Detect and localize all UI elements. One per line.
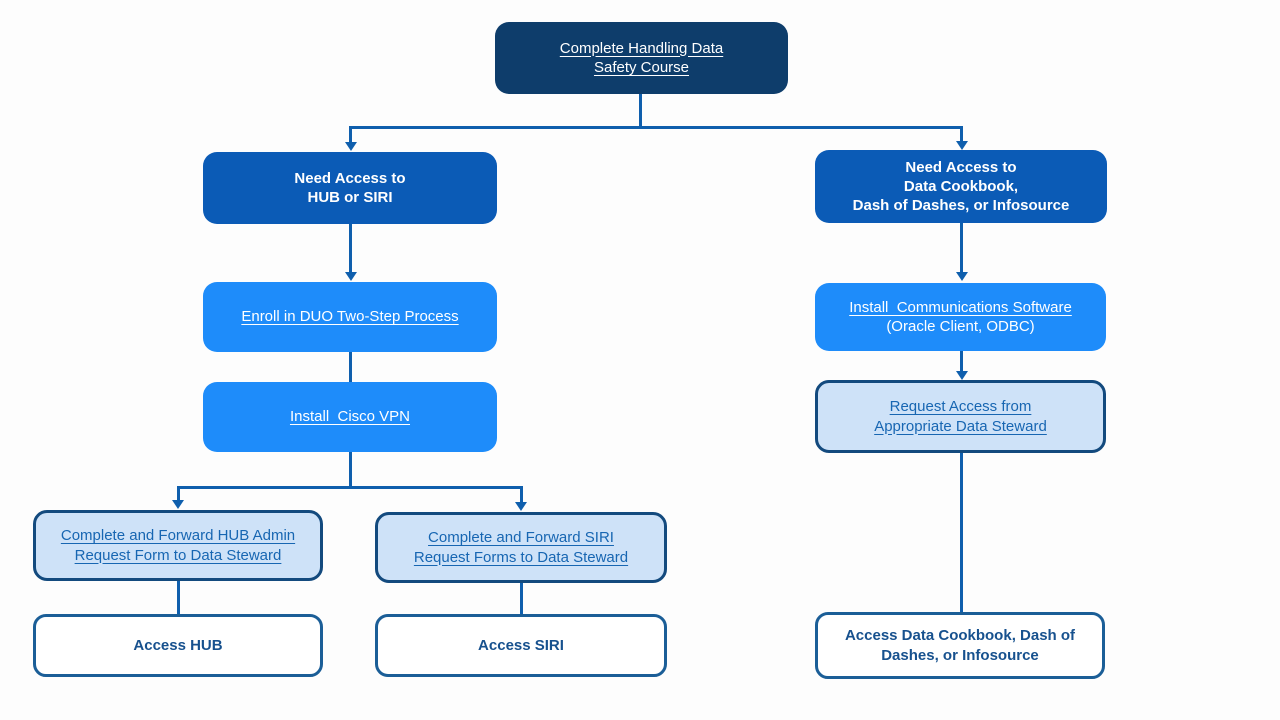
node-line: Access HUB <box>133 636 223 654</box>
node-line: Data Cookbook, <box>903 178 1019 195</box>
connector-top-branch <box>349 126 963 129</box>
node-request-access-data-steward[interactable]: Request Access from Appropriate Data Ste… <box>815 380 1106 453</box>
connector-request-to-accesscookbook <box>960 452 963 613</box>
node-line: Dashes, or Infosource <box>881 646 1039 664</box>
node-access-siri: Access SIRI <box>375 614 667 677</box>
node-line: Need Access to <box>294 169 406 187</box>
node-access-data-cookbook: Access Data Cookbook, Dash of Dashes, or… <box>815 612 1105 679</box>
arrowhead-right-branch <box>956 141 968 150</box>
node-access-hub: Access HUB <box>33 614 323 677</box>
node-install-communications-software[interactable]: Install Communications Software (Oracle … <box>815 283 1106 351</box>
node-line: (Oracle Client, ODBC) <box>886 318 1035 335</box>
node-enroll-duo-two-step[interactable]: Enroll in DUO Two-Step Process <box>203 282 497 352</box>
node-line: Access SIRI <box>478 636 564 654</box>
connector-hubform-to-accesshub <box>177 580 180 615</box>
connector-split-left-drop <box>177 486 180 501</box>
node-line: Need Access to <box>905 159 1017 176</box>
node-line: Complete and Forward HUB Admin <box>60 527 296 544</box>
node-line: Request Forms to Data Steward <box>413 548 629 566</box>
node-line: Complete and Forward SIRI <box>428 529 614 546</box>
node-line: Complete Handling Data <box>559 39 724 57</box>
connector-vpn-to-split <box>349 451 352 489</box>
node-install-cisco-vpn[interactable]: Install Cisco VPN <box>203 382 497 452</box>
arrowhead-install-comm <box>956 272 968 281</box>
arrowhead-hub-form <box>172 500 184 509</box>
arrowhead-request-access <box>956 371 968 380</box>
node-line: Install Cisco VPN <box>289 408 411 426</box>
connector-split-branch <box>177 486 523 489</box>
node-siri-request-forms[interactable]: Complete and Forward SIRI Request Forms … <box>375 512 667 583</box>
node-complete-handling-data-safety-course[interactable]: Complete Handling Data Safety Course <box>495 22 788 94</box>
connector-siriform-to-accesssiri <box>520 582 523 615</box>
arrowhead-siri-form <box>515 502 527 511</box>
node-line: Install Communications Software <box>849 298 1072 316</box>
node-line: Dash of Dashes, or Infosource <box>852 197 1070 214</box>
node-line: Request Form to Data Steward <box>74 546 282 564</box>
connector-top-stem <box>639 93 642 128</box>
node-need-access-data-cookbook: Need Access to Data Cookbook, Dash of Da… <box>815 150 1107 223</box>
connector-hub-to-enroll <box>349 224 352 273</box>
connector-left-drop <box>349 126 352 143</box>
connector-right-drop <box>960 126 963 142</box>
node-line: HUB or SIRI <box>307 189 393 206</box>
node-line: Safety Course <box>593 59 690 76</box>
connector-cookbook-to-comm <box>960 222 963 273</box>
node-line: Request Access from <box>889 398 1032 415</box>
node-line: Enroll in DUO Two-Step Process <box>241 308 459 326</box>
arrowhead-enroll <box>345 272 357 281</box>
connector-enroll-to-vpn <box>349 351 352 383</box>
node-hub-admin-request-form[interactable]: Complete and Forward HUB Admin Request F… <box>33 510 323 581</box>
node-line: Access Data Cookbook, Dash of <box>844 627 1076 644</box>
connector-comm-to-request <box>960 350 963 372</box>
connector-split-right-drop <box>520 486 523 502</box>
node-line: Appropriate Data Steward <box>874 417 1047 435</box>
arrowhead-left-branch <box>345 142 357 151</box>
node-need-access-hub-or-siri: Need Access to HUB or SIRI <box>203 152 497 224</box>
